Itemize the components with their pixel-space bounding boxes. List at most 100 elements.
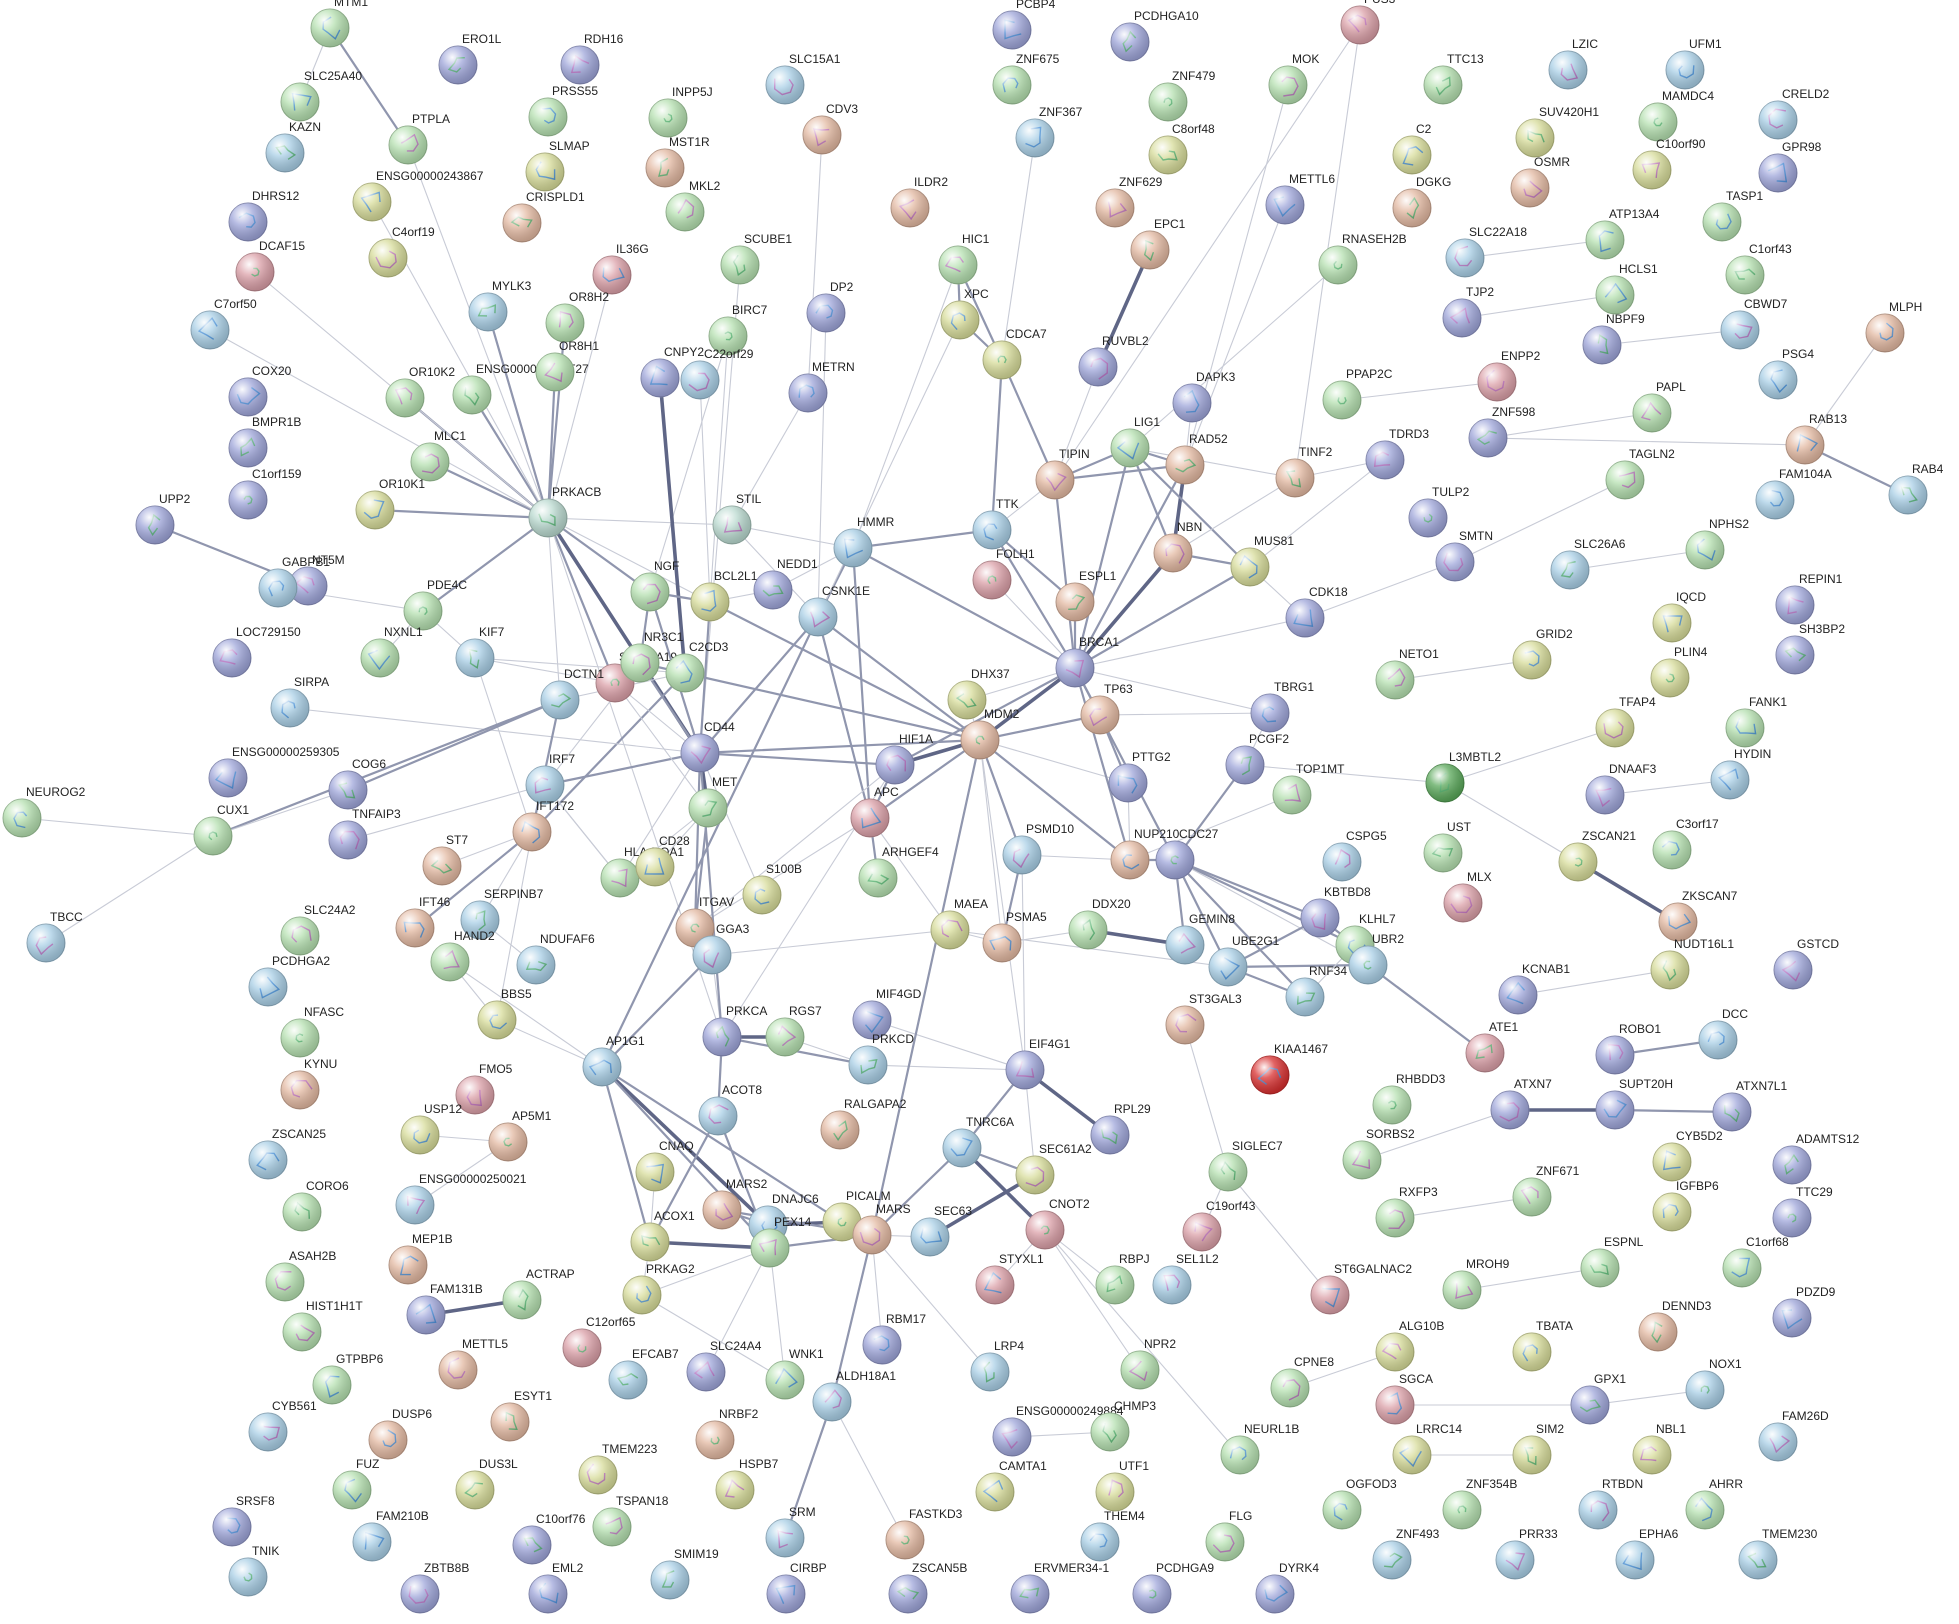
node-smim19[interactable]: SMIM19 (650, 1547, 719, 1600)
node-wnk1[interactable]: WNK1 (765, 1347, 824, 1400)
node-zscan25[interactable]: ZSCAN25 (248, 1127, 326, 1180)
node-coro6[interactable]: CORO6 (282, 1179, 349, 1232)
node-prkcd[interactable]: PRKCD (848, 1032, 914, 1085)
node-c19orf43[interactable]: C19orf43 (1182, 1199, 1256, 1252)
node-c1orf43[interactable]: C1orf43 (1725, 242, 1792, 295)
node-apc[interactable]: APC (850, 785, 899, 838)
edge-csnk1e-cd44[interactable] (698, 615, 820, 755)
node-ust[interactable]: UST (1423, 820, 1472, 873)
node-papl[interactable]: PAPL (1632, 380, 1686, 433)
edge-prkacb-slc25a19[interactable] (546, 516, 617, 685)
node-ufm1[interactable]: UFM1 (1665, 37, 1722, 90)
edge-tfap4-l3mbtl2[interactable] (1444, 727, 1616, 784)
node-zbtb8b[interactable]: ZBTB8B (400, 1561, 469, 1614)
node-nedd1[interactable]: NEDD1 (753, 557, 818, 610)
node-pex14[interactable]: PEX14 (750, 1215, 812, 1268)
edge-psma5-mdm2[interactable] (979, 739, 1003, 944)
edge-il36g-prkacb[interactable] (547, 274, 613, 519)
edge-slc22a18-atp13a4[interactable] (1464, 239, 1606, 259)
node-ruvbl2[interactable]: RUVBL2 (1078, 334, 1149, 387)
edge-top1mt-nup210[interactable] (1129, 794, 1293, 861)
edge-pcgf2-l3mbtl2[interactable] (1244, 764, 1446, 784)
node-nt5m[interactable]: NT5M (288, 553, 345, 606)
node-prkag2[interactable]: PRKAG2 (622, 1262, 695, 1315)
node-gpx1[interactable]: GPX1 (1570, 1372, 1626, 1425)
edge-kif7-ift172[interactable] (474, 657, 533, 833)
node-ndufaf6[interactable]: NDUFAF6 (516, 932, 595, 985)
node-styxl1[interactable]: STYXL1 (975, 1252, 1044, 1305)
node-epc1[interactable]: EPC1 (1130, 217, 1186, 270)
edge-ap1g1-dnajc6[interactable] (600, 1065, 770, 1227)
node-mettl5[interactable]: METTL5 (438, 1337, 508, 1390)
node-tnfaip3[interactable]: TNFAIP3 (328, 807, 401, 860)
node-eml2[interactable]: EML2 (528, 1561, 584, 1614)
node-lig1[interactable]: LIG1 (1110, 415, 1160, 468)
edge-maea-apc[interactable] (869, 817, 951, 931)
node-dctn1[interactable]: DCTN1 (540, 667, 604, 720)
node-mamdc4[interactable]: MAMDC4 (1638, 89, 1714, 142)
edge-mdm2-pttg2[interactable] (979, 739, 1129, 784)
edge-tinf2-lig1[interactable] (1129, 447, 1296, 479)
node-cdc27[interactable]: CDC27 (1155, 827, 1219, 880)
node-atxn7l1[interactable]: ATXN7L1 (1712, 1079, 1787, 1132)
node-nup210[interactable]: NUP210 (1110, 827, 1180, 880)
edge-hif1a-brca1[interactable] (893, 666, 1077, 767)
node-lrp4[interactable]: LRP4 (970, 1339, 1024, 1392)
node-znf671[interactable]: ZNF671 (1512, 1164, 1580, 1217)
edge-tp63-tbrg1[interactable] (1099, 712, 1271, 716)
node-cux1[interactable]: CUX1 (193, 803, 249, 856)
node-or10k2[interactable]: OR10K2 (385, 365, 455, 418)
edge-brca1-mus81[interactable] (1073, 565, 1252, 670)
edge-nphs2-slc26a6[interactable] (1569, 549, 1706, 571)
node-supt20h[interactable]: SUPT20H (1595, 1077, 1673, 1130)
node-fam131b[interactable]: FAM131B (406, 1282, 483, 1335)
edge-eif4g1-psmd10[interactable] (1021, 854, 1026, 1071)
edge-siglec7-st6galnac2[interactable] (1227, 1171, 1331, 1296)
edge-pex14-wnk1[interactable] (769, 1247, 786, 1381)
edge-ap1g1-pex14[interactable] (600, 1065, 772, 1250)
edge-sorbs2-atxn7[interactable] (1361, 1109, 1511, 1161)
edge-sirpa-cd44[interactable] (289, 707, 701, 754)
node-tbrg1[interactable]: TBRG1 (1250, 680, 1314, 733)
node-neto1[interactable]: NETO1 (1375, 647, 1439, 700)
edge-tipin-rad52[interactable] (1053, 463, 1187, 482)
edge-cd44-mdm2[interactable] (698, 738, 982, 755)
node-dus3l[interactable]: DUS3L (455, 1457, 518, 1510)
node-ap5m1[interactable]: AP5M1 (488, 1109, 552, 1162)
node-picalm[interactable]: PICALM (822, 1189, 891, 1242)
edge-ift172-ift46[interactable] (413, 830, 534, 930)
node-ate1[interactable]: ATE1 (1465, 1020, 1518, 1073)
edge-prkacb-pde4c[interactable] (421, 516, 550, 613)
node-mylk3[interactable]: MYLK3 (468, 279, 532, 332)
node-rbpj[interactable]: RBPJ (1095, 1252, 1150, 1305)
node-robo1[interactable]: ROBO1 (1595, 1022, 1661, 1075)
node-chmp3[interactable]: CHMP3 (1090, 1399, 1156, 1452)
edge-tjp2-hcls1[interactable] (1461, 294, 1616, 319)
node-pttg2[interactable]: PTTG2 (1108, 750, 1171, 803)
node-gpr98[interactable]: GPR98 (1758, 140, 1822, 193)
edge-mylk3-prkacb[interactable] (486, 310, 550, 520)
node-rhbdd3[interactable]: RHBDD3 (1372, 1072, 1446, 1125)
node-ahrr[interactable]: AHRR (1685, 1477, 1743, 1530)
node-mif4gd[interactable]: MIF4GD (852, 987, 922, 1040)
edge-aldh18a1-srm[interactable] (783, 1400, 834, 1540)
node-stil[interactable]: STIL (712, 492, 762, 545)
node-epha6[interactable]: EPHA6 (1615, 1527, 1679, 1580)
node-c2[interactable]: C2 (1392, 122, 1432, 175)
node-srsf8[interactable]: SRSF8 (212, 1494, 275, 1547)
node-or8h1[interactable]: OR8H1 (535, 339, 599, 392)
edge-st3gal3-siglec7[interactable] (1184, 1024, 1229, 1173)
node-dhrs12[interactable]: DHRS12 (228, 189, 300, 242)
node-slmap[interactable]: SLMAP (525, 139, 590, 192)
node-tbcc[interactable]: TBCC (26, 910, 83, 963)
node-atxn7[interactable]: ATXN7 (1490, 1077, 1552, 1130)
edge-acox1-pex14[interactable] (648, 1240, 772, 1250)
edge-rnaseh2b-lig1[interactable] (1129, 264, 1339, 449)
node-c4orf19[interactable]: C4orf19 (368, 225, 435, 278)
node-nudt16l1[interactable]: NUDT16L1 (1650, 937, 1734, 990)
node-serpinb7[interactable]: SERPINB7 (460, 887, 544, 940)
node-tinf2[interactable]: TINF2 (1275, 445, 1333, 498)
node-lzic[interactable]: LZIC (1548, 37, 1598, 90)
node-rab13[interactable]: RAB13 (1785, 412, 1847, 465)
node-slc24a4[interactable]: SLC24A4 (686, 1339, 762, 1392)
